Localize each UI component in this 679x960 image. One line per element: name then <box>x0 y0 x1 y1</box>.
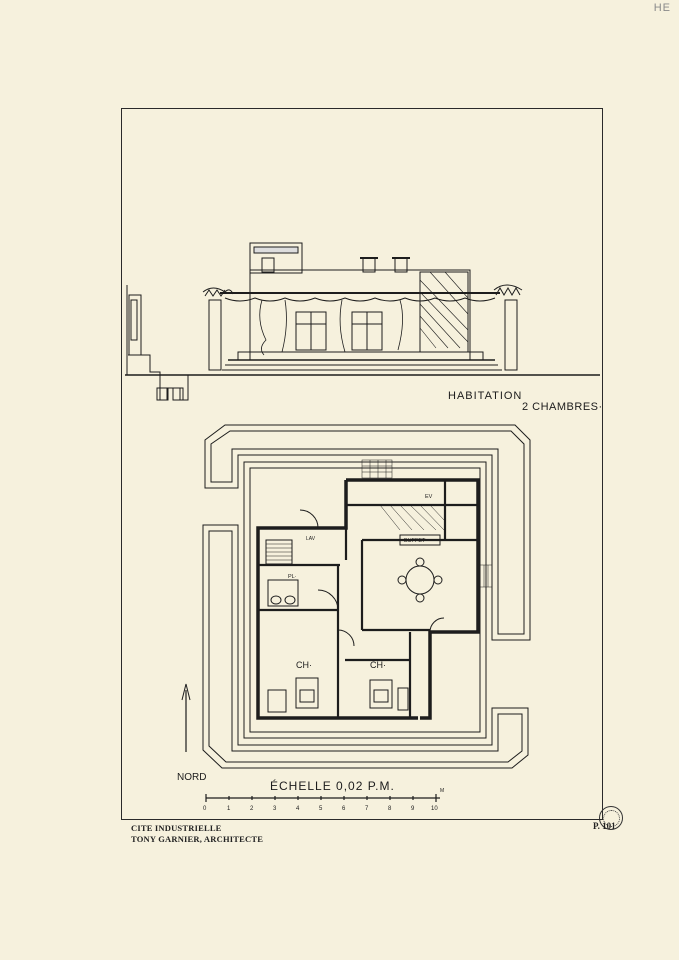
room-label-lav: LAV <box>306 536 316 542</box>
room-label-ev: EV <box>425 494 433 500</box>
north-arrow <box>181 683 191 752</box>
caption-architect: TONY GARNIER, ARCHITECTE <box>131 834 264 844</box>
room-label-buffet: BUFFET <box>404 538 426 544</box>
scale-tick-4: 4 <box>296 806 300 812</box>
north-label: NORD <box>177 772 206 783</box>
drawing-frame <box>121 108 603 820</box>
scale-tick-8: 8 <box>388 806 392 812</box>
scale-tick-0: 0 <box>203 806 207 812</box>
scale-bar <box>205 794 440 802</box>
scale-label: ÉCHELLE 0,02 P.M. <box>270 778 395 793</box>
scale-tick-2: 2 <box>250 806 254 812</box>
elevation-drawing <box>125 242 600 401</box>
scale-tick-1: 1 <box>227 806 231 812</box>
scale-tick-9: 9 <box>411 806 415 812</box>
room-label-placard: PL· <box>288 574 297 580</box>
room-label-chambre-1: CH· <box>296 660 312 670</box>
drawing-title-line1: HABITATION <box>448 390 523 402</box>
room-label-chambre-2: CH· <box>370 660 386 670</box>
scale-tick-5: 5 <box>319 806 323 812</box>
library-stamp <box>599 806 623 830</box>
scale-tick-7: 7 <box>365 806 369 812</box>
scale-tick-3: 3 <box>273 806 277 812</box>
caption-project: CITE INDUSTRIELLE <box>131 823 222 833</box>
corner-annotation: HE <box>653 2 671 14</box>
plate-number: P. 101 <box>593 821 616 831</box>
floor-plan-drawing <box>202 424 531 769</box>
caption: CITE INDUSTRIELLE TONY GARNIER, ARCHITEC… <box>131 823 263 845</box>
scale-tick-6: 6 <box>342 806 346 812</box>
drawing-title-line2: 2 CHAMBRES· <box>522 401 603 413</box>
scale-unit: M <box>440 788 444 794</box>
scale-tick-10: 10 <box>431 806 438 812</box>
